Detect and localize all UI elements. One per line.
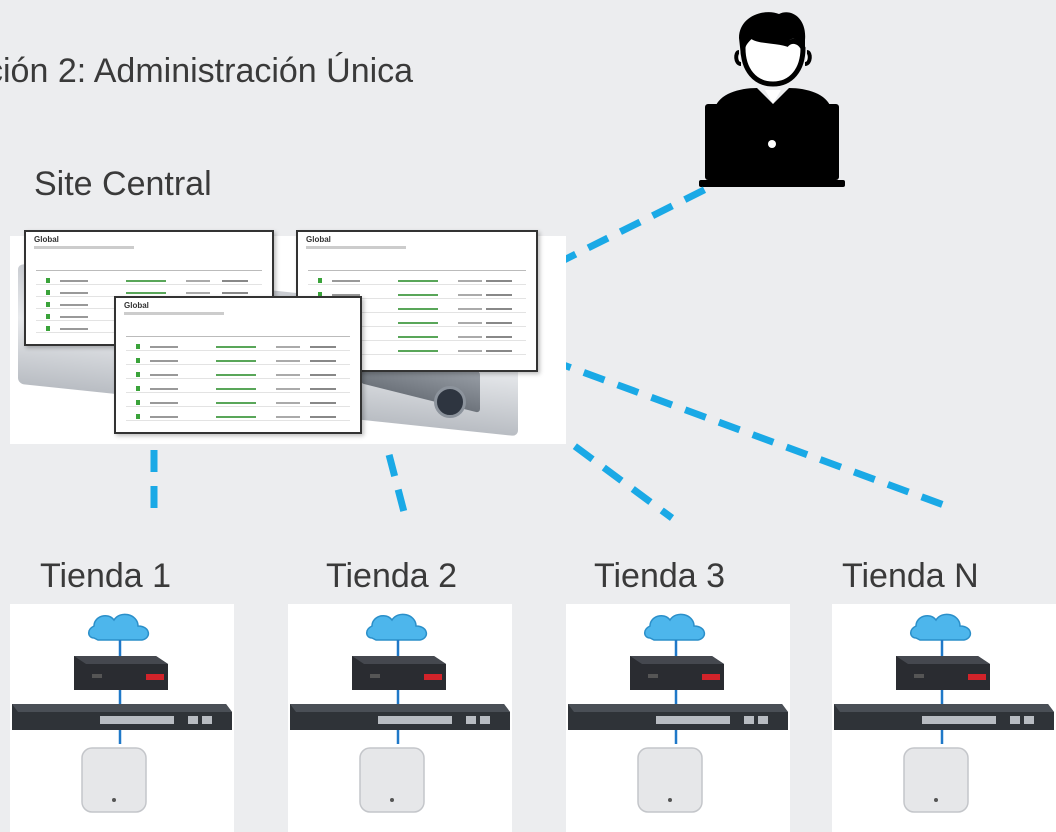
firewall-icon [352,656,446,690]
link-central-to-store-n [548,356,954,512]
firewall-icon [630,656,724,690]
dashboard-title: Global [306,235,331,244]
store-network-3 [566,604,790,832]
server-knob [434,386,466,418]
store-network-n [832,604,1056,832]
cloud-icon [88,613,150,641]
dashboard-screenshot-front: Global [114,296,362,434]
access-point-icon [903,747,969,813]
store-label-2: Tienda 2 [326,557,458,595]
link-admin-to-central [554,182,714,268]
dashboard-title: Global [34,235,59,244]
switch-icon [568,704,788,730]
switch-icon [12,704,232,730]
access-point-icon [81,747,147,813]
store-label-1: Tienda 1 [40,557,172,595]
firewall-icon [74,656,168,690]
admin-user-laptop-icon [699,12,845,187]
firewall-icon [896,656,990,690]
switch-icon [834,704,1054,730]
page-title: ción 2: Administración Única [0,52,414,90]
store-network-2 [288,604,512,832]
central-site-label: Site Central [34,165,212,203]
cloud-icon [366,613,428,641]
switch-icon [290,704,510,730]
access-point-icon [637,747,703,813]
dashboard-title: Global [124,301,149,310]
store-label-n: Tienda N [842,557,979,595]
access-point-icon [359,747,425,813]
store-network-1 [10,604,234,832]
store-label-3: Tienda 3 [594,557,726,595]
cloud-icon [910,613,972,641]
cloud-icon [644,613,706,641]
